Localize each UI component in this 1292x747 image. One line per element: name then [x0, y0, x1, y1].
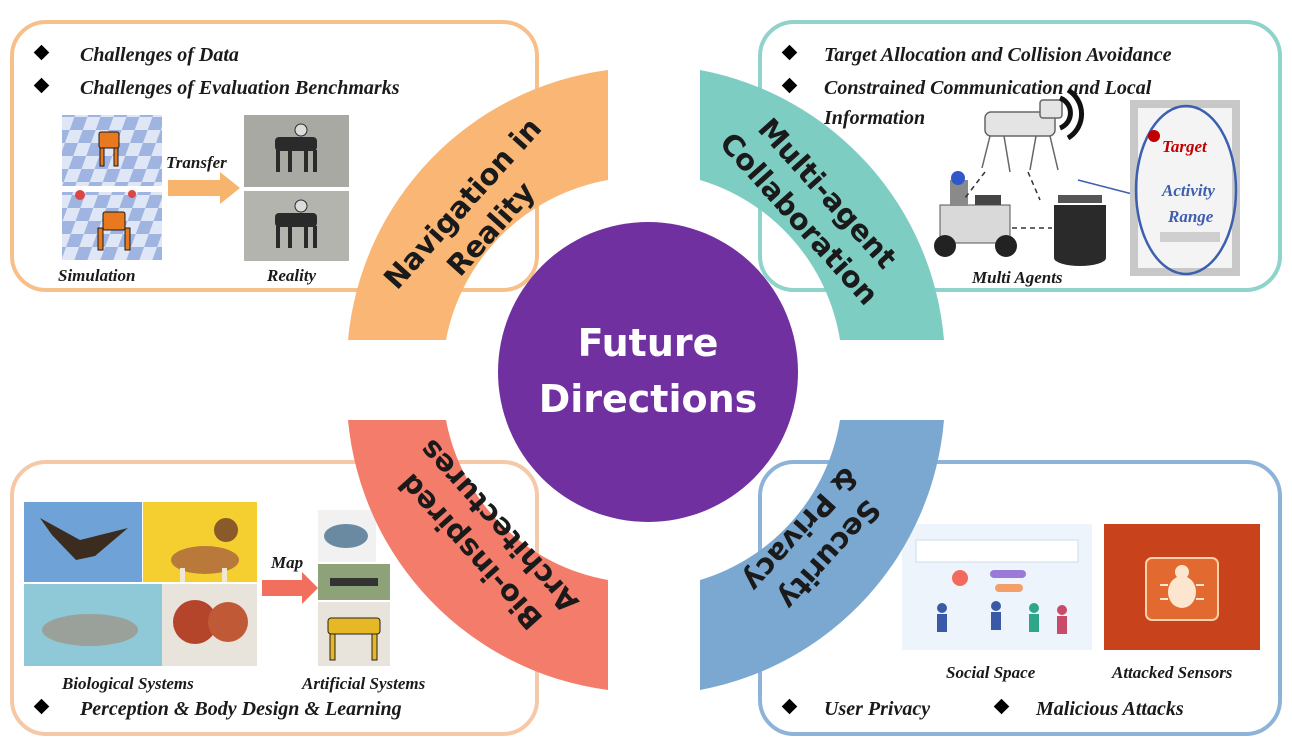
center-circle — [498, 222, 798, 522]
simulation-caption: Simulation — [58, 266, 135, 285]
target-label: Target — [1162, 137, 1208, 156]
activity-range-ellipse — [1134, 104, 1238, 276]
transfer-label: Transfer — [166, 153, 227, 172]
robot-fish-icon — [324, 524, 368, 548]
multiagent-bullet-2: Constrained Communication and Local — [824, 77, 1152, 99]
security-bullet-1: User Privacy — [824, 698, 930, 720]
bioinspired-segment — [348, 420, 608, 690]
center-title-line1: Future — [578, 321, 719, 365]
map-pointer-arrow — [1077, 179, 1141, 197]
fly-eye-icon — [173, 600, 217, 644]
security-bullet-2: Malicious Attacks — [1035, 698, 1184, 720]
center-title-line2: Directions — [539, 377, 758, 421]
multiagent-bullet-1: Target Allocation and Collision Avoidanc… — [824, 44, 1172, 66]
reality-image — [244, 115, 349, 261]
multi-agents-caption: Multi Agents — [971, 268, 1063, 287]
turtlebot-icon — [1054, 195, 1106, 266]
biological-systems-caption: Biological Systems — [61, 674, 194, 693]
bullet-diamond — [33, 77, 50, 94]
range-label: Range — [1167, 207, 1214, 226]
multiagent-segment — [700, 70, 944, 340]
drone-icon — [330, 578, 378, 586]
attacked-sensors-image — [1104, 524, 1260, 650]
people-icon — [937, 601, 1067, 634]
sim-robot-icon — [97, 211, 131, 251]
map-label: Map — [270, 553, 303, 572]
bioinspired-bullet: Perception & Body Design & Learning — [79, 698, 402, 720]
navigation-bullet-1: Challenges of Data — [80, 44, 239, 66]
multiagent-bullet-2-cont: Information — [823, 107, 925, 129]
activity-map — [1130, 100, 1240, 276]
artificial-systems-image — [318, 510, 390, 666]
navigation-segment — [348, 70, 608, 340]
attacked-sensors-caption: Attacked Sensors — [1111, 663, 1233, 682]
artificial-systems-caption: Artificial Systems — [301, 674, 426, 693]
eagle-icon — [40, 518, 128, 560]
target-dot — [1148, 130, 1160, 142]
bug-icon — [1160, 565, 1204, 608]
robot-dog-icon — [275, 123, 317, 172]
security-segment — [700, 420, 944, 690]
reality-caption: Reality — [266, 266, 317, 285]
bullet-diamond — [781, 698, 798, 715]
wheeled-robot-icon — [934, 171, 1017, 257]
bullet-diamond — [993, 698, 1010, 715]
fish-icon — [42, 614, 138, 646]
wifi-icon — [1058, 87, 1085, 141]
biological-systems-image — [24, 502, 257, 666]
dog-icon — [171, 518, 239, 582]
simulation-image — [62, 115, 162, 260]
sim-robot-icon — [98, 131, 120, 167]
social-space-image — [902, 524, 1092, 650]
robot-dog-icon — [275, 199, 317, 248]
map-arrow — [262, 572, 318, 604]
transfer-arrow — [168, 172, 240, 204]
robot-dog-icon — [327, 617, 381, 661]
quadruped-robot-icon — [981, 99, 1063, 173]
bullet-diamond — [33, 44, 50, 61]
navigation-bullet-2: Challenges of Evaluation Benchmarks — [80, 77, 400, 99]
social-space-caption: Social Space — [946, 663, 1036, 682]
activity-label: Activity — [1161, 181, 1215, 200]
